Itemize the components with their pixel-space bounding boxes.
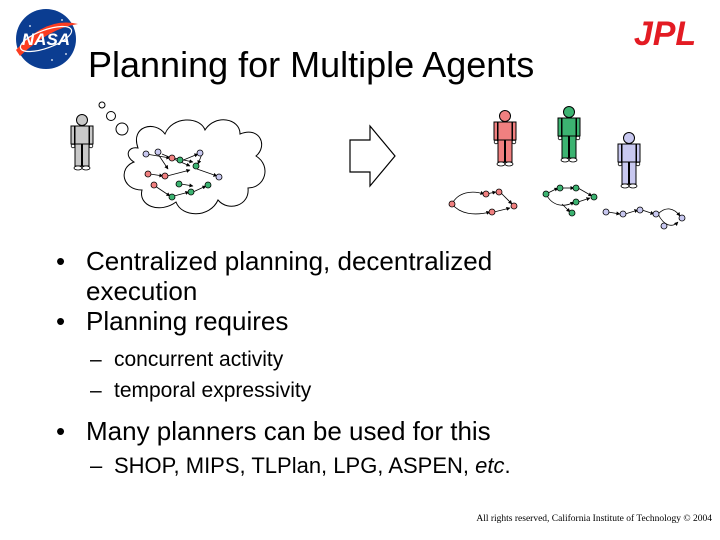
sub-bullet-text: temporal expressivity bbox=[114, 379, 312, 402]
dash-glyph: – bbox=[90, 379, 102, 402]
plan-graph-icon bbox=[542, 184, 598, 217]
bullet-text: Centralized planning, decentralized bbox=[86, 246, 493, 276]
person-icon bbox=[493, 110, 517, 167]
bullet-glyph: • bbox=[56, 246, 66, 276]
bullet-item: • Many planners can be used for this bbox=[56, 416, 696, 446]
dash-glyph: – bbox=[90, 348, 102, 371]
svg-text:NASA: NASA bbox=[22, 30, 70, 49]
bullet-item: • Centralized planning, decentralized ex… bbox=[56, 246, 696, 306]
nasa-logo: NASA bbox=[16, 9, 78, 69]
person-icon bbox=[557, 106, 581, 163]
arrow-right-icon bbox=[349, 124, 396, 188]
bullet-item: • Planning requires bbox=[56, 306, 696, 336]
plan-graph-icon bbox=[448, 188, 518, 216]
bullet-glyph: • bbox=[56, 306, 66, 336]
sub-bullet-item: – SHOP, MIPS, TLPlan, LPG, ASPEN, etc. bbox=[56, 450, 696, 481]
copyright-footer: All rights reserved, California Institut… bbox=[476, 514, 712, 524]
plan-graph-icon bbox=[602, 206, 686, 230]
sub-bullet-text: concurrent activity bbox=[114, 348, 284, 371]
plan-graph-icon bbox=[142, 148, 223, 201]
multi-agent-illustration bbox=[70, 101, 686, 230]
bullet-glyph: • bbox=[56, 416, 66, 446]
person-icon bbox=[617, 132, 641, 189]
sub-bullet-text: SHOP, MIPS, TLPlan, LPG, ASPEN, etc. bbox=[114, 453, 511, 478]
bullet-text: Planning requires bbox=[86, 306, 289, 336]
bullet-text: Many planners can be used for this bbox=[86, 416, 491, 446]
dash-glyph: – bbox=[90, 453, 103, 478]
bullet-list: • Centralized planning, decentralized ex… bbox=[56, 246, 696, 481]
sub-bullet-item: – concurrent activity bbox=[56, 344, 696, 375]
bullet-text-continued: execution bbox=[86, 276, 198, 306]
person-icon bbox=[70, 114, 94, 171]
svg-text:JPL: JPL bbox=[634, 15, 696, 52]
slide-title: Planning for Multiple Agents bbox=[88, 44, 535, 85]
sub-bullet-item: – temporal expressivity bbox=[56, 375, 696, 406]
jpl-logo: JPL bbox=[634, 15, 696, 52]
etc-text: etc bbox=[475, 453, 505, 478]
